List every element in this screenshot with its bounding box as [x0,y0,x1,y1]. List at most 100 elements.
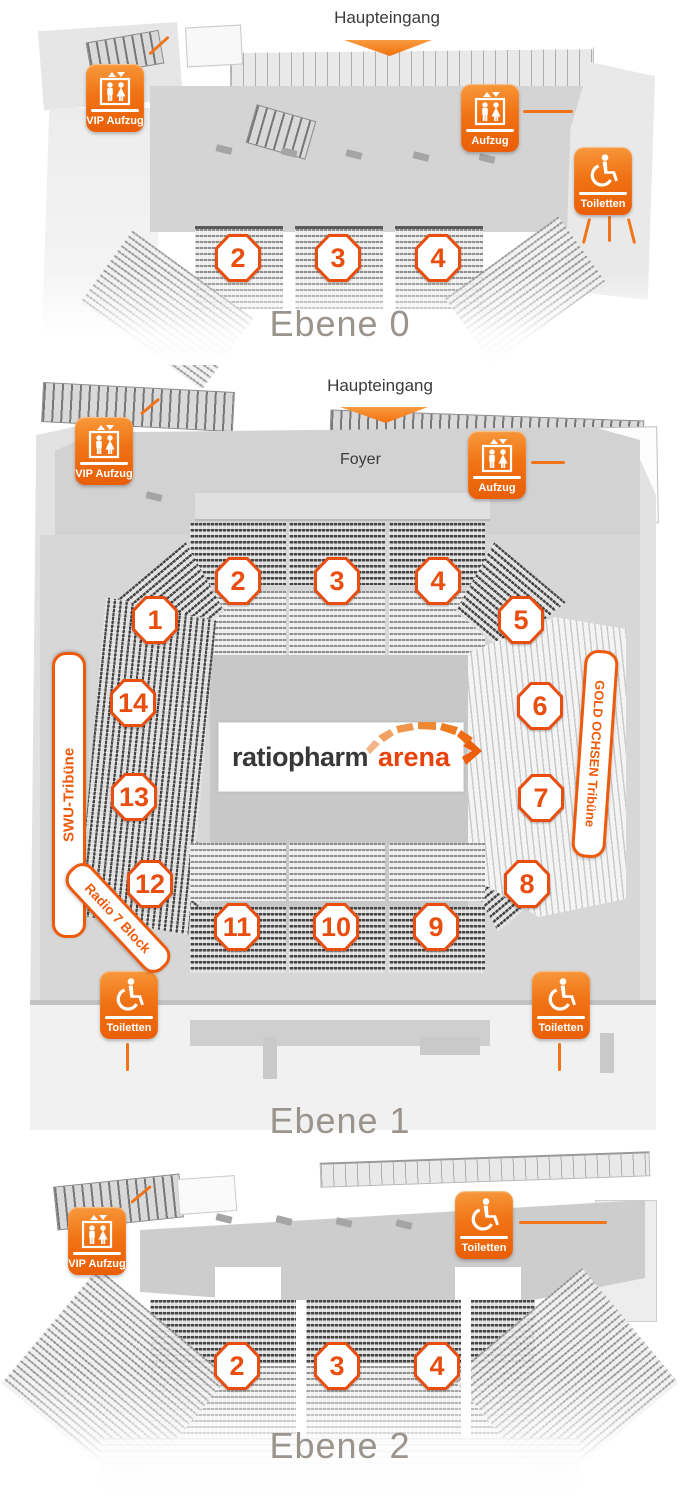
wheelchair-icon [590,154,618,187]
foyer-label: Foyer [340,451,381,468]
pointer-line [523,110,573,113]
sign-label: VIP Aufzug [75,468,133,480]
stair-bridge [41,382,235,432]
level-0-map: Haupteingang [0,0,680,390]
block-badge-8: 8 [504,860,550,908]
toilets-sign: Toiletten [574,147,632,216]
door-mark [608,216,611,242]
wheelchair-icon [548,978,576,1011]
elevator-pictogram [75,422,133,460]
sign-label: Toiletten [461,1242,507,1254]
block-badge-13: 13 [111,773,157,821]
sign-label: Toiletten [538,1022,584,1034]
level-1-title: Ebene 1 [269,1100,411,1141]
arena-court [210,655,468,945]
level-2-map: VIP Aufzug Toiletten 2 3 4 Ebene 2 [0,1145,680,1500]
pointer-line [519,1221,607,1224]
wheelchair-icon [471,1198,499,1231]
toilets-sign-left: Toiletten [100,971,158,1040]
vip-elevator-sign: VIP Aufzug [68,1207,126,1276]
block-badge-4: 4 [415,234,461,282]
elevator-pictogram [86,69,144,107]
sign-label: Aufzug [471,135,509,147]
sign-divider [91,109,139,112]
sign-label: Toiletten [106,1022,152,1034]
level-1-map: Haupteingang Foyer [0,365,680,1145]
logo-brand-text: ratiopharm [231,741,369,772]
sign-label: VIP Aufzug [86,115,144,127]
roof-strip [319,1151,651,1188]
toilets-sign-right: Toiletten [532,971,590,1040]
sign-divider [105,1016,153,1019]
wheelchair-icon [116,978,144,1011]
sign-divider [80,462,128,465]
sign-divider [73,1252,121,1255]
elevator-pictogram [68,1212,126,1250]
elevator-icon [481,439,513,473]
sign-divider [537,1016,585,1019]
hall-floor [150,86,602,232]
pointer-line [126,1043,129,1071]
block-badge-3: 3 [314,557,360,605]
block-badge-5: 5 [498,596,544,644]
wheelchair-pictogram [100,976,158,1014]
logo-venue-text: arena [365,721,482,773]
elevator-icon [474,92,506,126]
pillar-mark [215,1213,233,1224]
main-entrance-label: Haupteingang [327,376,433,395]
elevator-sign: Aufzug [461,84,519,153]
block-badge-6: 6 [517,682,563,730]
sign-divider [579,192,627,195]
elevator-icon [88,425,120,459]
pointer-line [558,1043,561,1071]
wheelchair-pictogram [532,976,590,1014]
wall-stub [600,1033,614,1073]
sign-label: Aufzug [478,482,516,494]
block-badge-4: 4 [415,557,461,605]
upper-gallery-edge [195,493,490,521]
level-0-title: Ebene 0 [269,303,411,344]
block-badge-2: 2 [215,557,261,605]
sign-label: VIP Aufzug [68,1258,126,1270]
elevator-icon [99,72,131,106]
block-badge-3: 3 [314,1342,360,1390]
sign-label: Toiletten [580,198,626,210]
sign-divider [473,476,521,479]
elevator-icon [81,1215,113,1249]
wall-stub [263,1037,277,1079]
toilets-sign: Toiletten [455,1191,513,1260]
stand-south-lower [389,843,485,901]
aisle-gap [461,1300,471,1438]
roof-box [184,24,244,68]
block-badge-10: 10 [313,903,359,951]
block-badge-2: 2 [215,234,261,282]
block-badge-11: 11 [214,903,260,951]
block-badge-14: 14 [110,679,156,727]
vip-elevator-sign: VIP Aufzug [86,64,144,133]
block-badge-3: 3 [315,234,361,282]
sign-divider [466,129,514,132]
elevator-pictogram [461,89,519,127]
block-badge-12: 12 [127,860,173,908]
wall-stub [420,1037,480,1055]
main-entrance-label: Haupteingang [334,8,440,27]
elevator-sign: Aufzug [468,431,526,500]
block-badge-4: 4 [414,1342,460,1390]
wheelchair-pictogram [455,1196,513,1234]
stand-south-lower [190,843,286,901]
sign-divider [460,1236,508,1239]
wheelchair-pictogram [574,152,632,190]
vip-elevator-sign: VIP Aufzug [75,417,133,486]
level-2-title: Ebene 2 [269,1425,411,1466]
stand-south-lower [289,843,385,901]
elevator-pictogram [468,436,526,474]
pointer-line [531,461,565,464]
block-badge-9: 9 [413,903,459,951]
aisle-gap [296,1300,306,1438]
ratiopharm-arena-logo: ratiopharm arena [218,721,482,792]
block-badge-2: 2 [214,1342,260,1390]
block-badge-1: 1 [132,596,178,644]
logo-arrow-swoosh-icon [365,721,482,765]
roof-box [176,1175,238,1215]
